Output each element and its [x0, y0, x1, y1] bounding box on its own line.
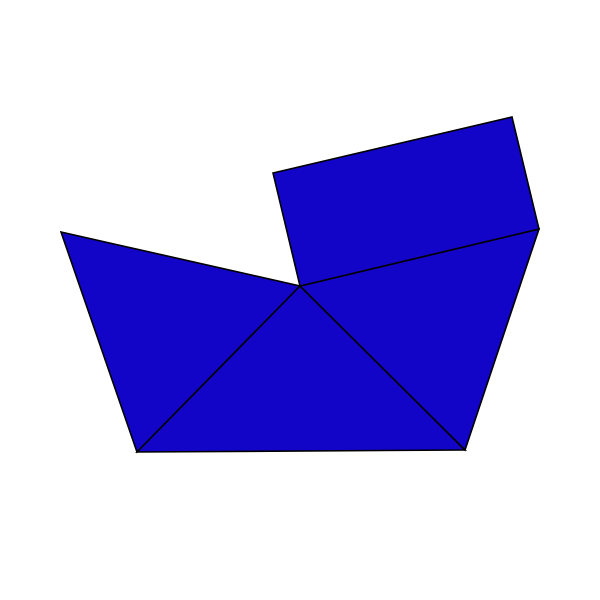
- top-rectangle: [272, 116, 540, 287]
